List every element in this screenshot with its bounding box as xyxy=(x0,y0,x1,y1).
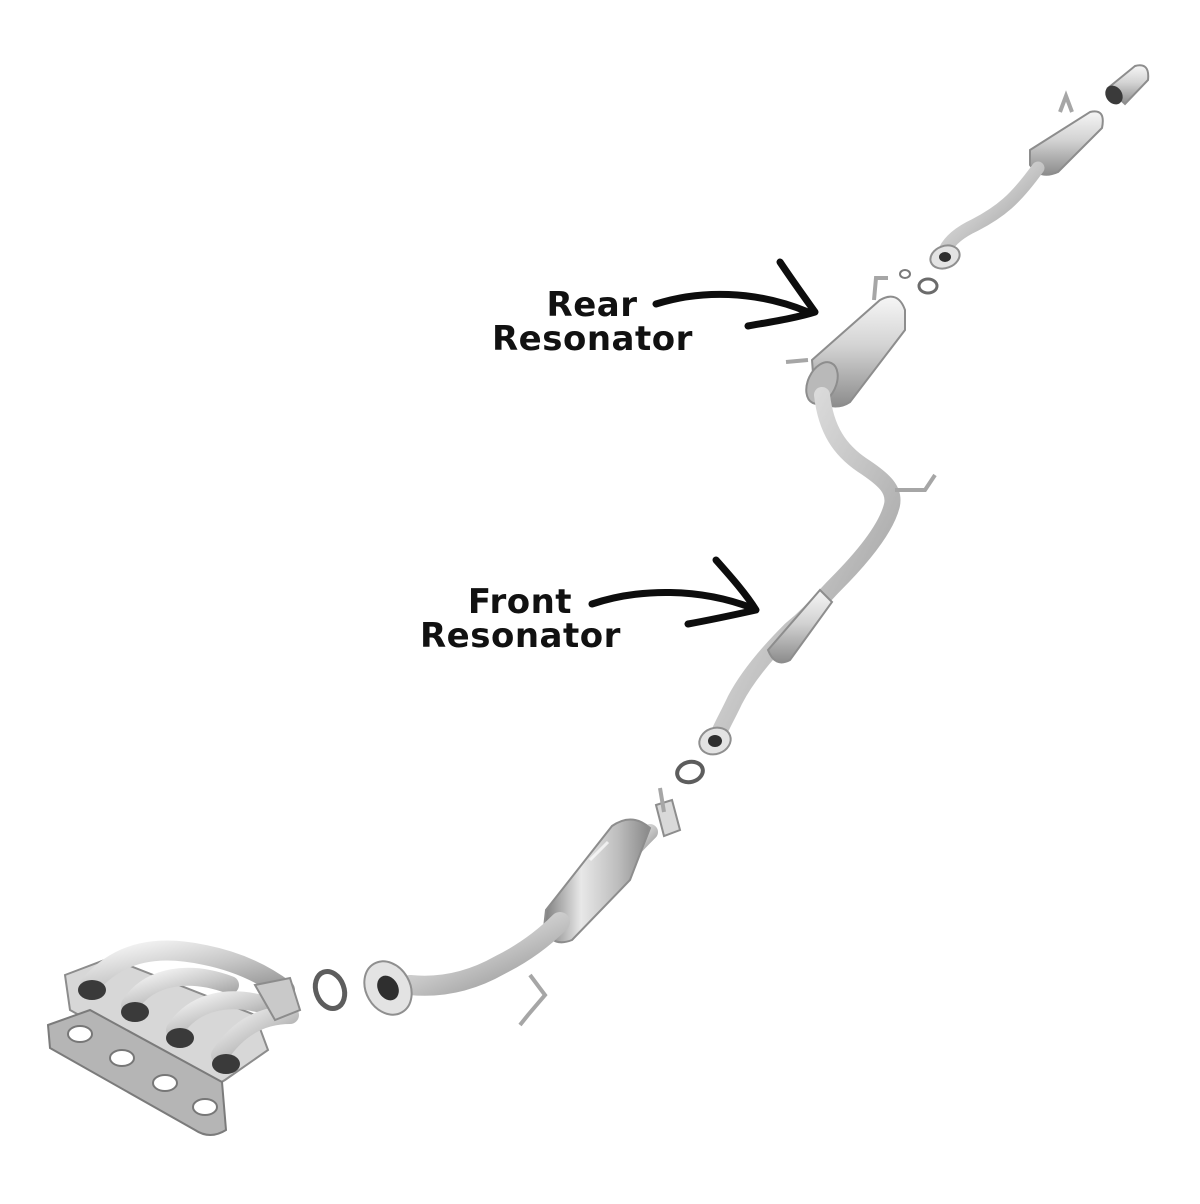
front-resonator-label-line2: Resonator xyxy=(420,616,621,656)
gasket-small xyxy=(899,269,911,279)
rear-resonator-label-line1: Rear xyxy=(546,285,638,325)
front-resonator-arrow xyxy=(588,556,760,628)
exhaust-manifold xyxy=(63,940,302,1086)
mid-pipe xyxy=(698,387,937,756)
gasket-rear xyxy=(917,277,939,295)
front-resonator-label-line1: Front xyxy=(467,582,573,622)
gasket-front xyxy=(312,969,348,1011)
rear-resonator-label: Rear Resonator xyxy=(492,288,692,356)
catalytic-converter xyxy=(363,787,682,1027)
front-resonator-label: Front Resonator xyxy=(420,585,620,653)
gasket-mid xyxy=(675,759,705,785)
manifold-gasket xyxy=(46,1008,228,1136)
rear-resonator-arrow xyxy=(652,258,819,330)
rear-resonator xyxy=(785,276,906,408)
tailpipe-tip xyxy=(1105,64,1150,106)
rear-muffler xyxy=(929,90,1104,270)
rear-resonator-label-line2: Resonator xyxy=(492,319,693,359)
